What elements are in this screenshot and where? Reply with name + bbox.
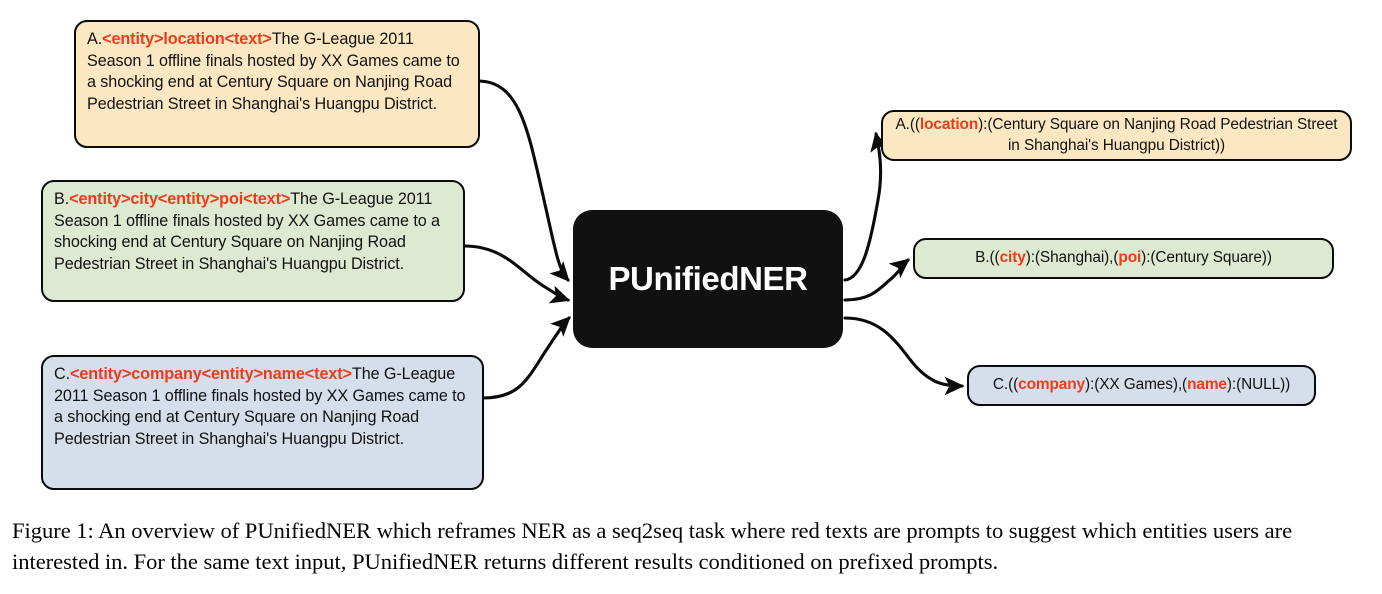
input-prompt-box-a[interactable]: A.<entity>location<text>The G-League 201… (74, 20, 480, 148)
arrow-model-to-output-a (843, 131, 889, 282)
input-prompt-box-b[interactable]: B.<entity>city<entity>poi<text>The G-Lea… (41, 180, 465, 302)
output-a-entity-location: location (919, 116, 979, 134)
output-b-prefix: B.(( (975, 249, 1000, 267)
arrow-input-b-to-model (462, 244, 571, 304)
output-b-value-2: ):(Century Square)) (1141, 249, 1272, 267)
model-node-punifiedner[interactable]: PUnifiedNER (573, 210, 843, 348)
output-box-b[interactable]: B.((city):(Shanghai),(poi):(Century Squa… (913, 238, 1334, 279)
input-a-text: The G-League 2011 Season 1 offline final… (87, 30, 460, 113)
output-c-prefix: C.(( (992, 376, 1019, 394)
input-c-label: C. (54, 365, 70, 383)
output-a-value: ):(Century Square on Nanjing Road Pedest… (978, 116, 1338, 154)
input-a-prompt-tag: <entity>location<text> (102, 30, 272, 48)
output-c-value-1: ):(XX Games),( (1085, 376, 1188, 394)
output-c-entity-name: name (1187, 376, 1227, 394)
output-b-value-1: ):(Shanghai),( (1025, 249, 1119, 267)
arrow-model-to-output-b (843, 258, 910, 302)
input-c-prompt-tag: <entity>company<entity>name<text> (70, 365, 352, 383)
output-box-a[interactable]: A.((location):(Century Square on Nanjing… (881, 110, 1352, 161)
output-b-entity-city: city (999, 249, 1026, 267)
arrow-input-c-to-model (481, 316, 571, 400)
output-b-entity-poi: poi (1118, 249, 1142, 267)
output-a-prefix: A.(( (895, 116, 921, 134)
arrow-model-to-output-c (843, 316, 965, 396)
output-c-entity-company: company (1018, 376, 1085, 394)
input-prompt-box-c[interactable]: C.<entity>company<entity>name<text>The G… (41, 355, 484, 490)
figure-caption: Figure 1: An overview of PUnifiedNER whi… (12, 518, 1293, 574)
output-box-c[interactable]: C.((company):(XX Games),(name):(NULL)) (967, 365, 1316, 406)
input-b-text: The G-League 2011 Season 1 offline final… (54, 190, 440, 273)
arrow-input-a-to-model (477, 79, 570, 282)
input-b-label: B. (54, 190, 70, 208)
input-a-label: A. (87, 30, 103, 48)
input-b-prompt-tag: <entity>city<entity>poi<text> (69, 190, 291, 208)
model-label: PUnifiedNER (608, 260, 808, 297)
input-c-text: The G-League 2011 Season 1 offline final… (54, 365, 466, 448)
output-c-value-2: ):(NULL)) (1226, 376, 1291, 394)
